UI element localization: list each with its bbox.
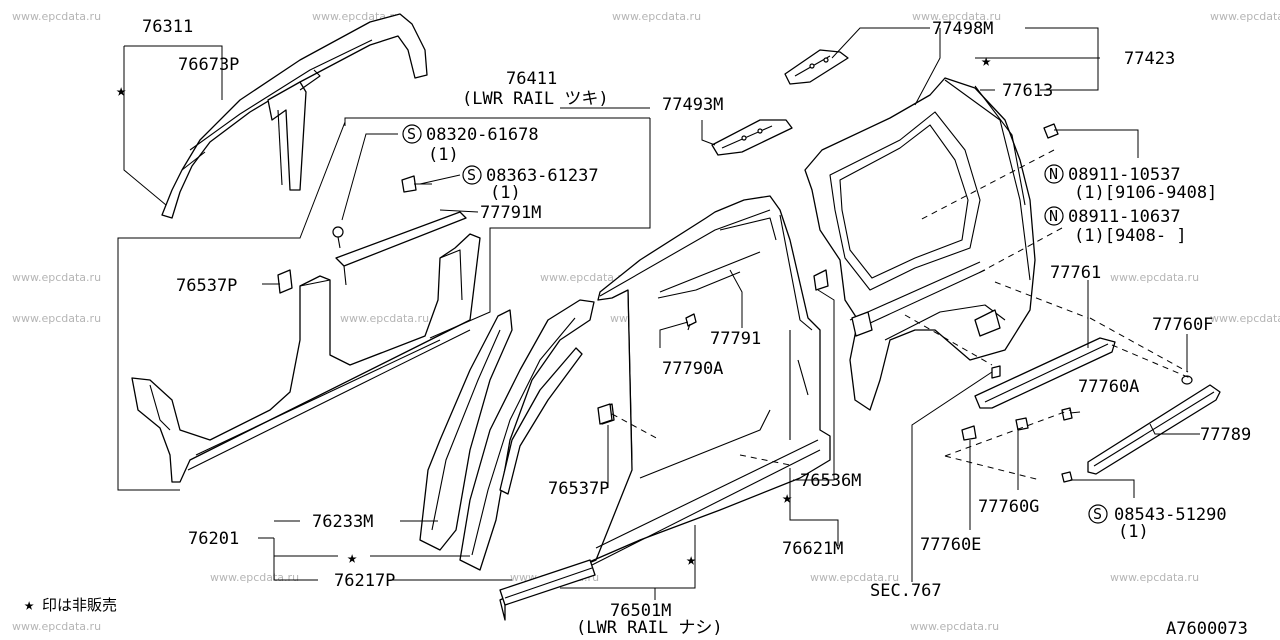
watermark: www.epcdata.ru (12, 312, 101, 325)
part-label-76536m: 76536M (800, 471, 861, 491)
watermark: www.epcdata.ru (1110, 271, 1199, 284)
part-label-08911-10537: 08911-10537 (1068, 165, 1181, 185)
part-label-77493m: 77493M (662, 95, 723, 115)
watermark: www.epcdata.ru (210, 571, 299, 584)
side-sill-molding-part (974, 337, 1221, 475)
part-label-08320-61678: 08320-61678 (426, 125, 539, 145)
part-label-08363-61237: 08363-61237 (486, 166, 599, 186)
watermark: www.epcdata.ru (540, 271, 629, 284)
screw-symbol-text: S (407, 125, 416, 143)
nut-symbol-text: N (1049, 207, 1058, 225)
part-label-77613: 77613 (1002, 81, 1053, 101)
part-label-08911-10637-qty: (1)[9408- ] (1074, 226, 1187, 246)
part-label-77760f: 77760F (1152, 315, 1213, 335)
roof-side-rail-part (161, 13, 428, 219)
part-label-76501m: 76501M (610, 601, 671, 621)
legend: ★ 印は非販売 (24, 595, 117, 615)
star-icon: ★ (782, 488, 792, 508)
part-label-77791: 77791 (710, 329, 761, 349)
dashed-guide-lines (611, 149, 1191, 481)
part-label-76233m: 76233M (312, 512, 373, 532)
part-label-77498m: 77498M (932, 19, 993, 39)
watermark: www.epcdata.ru (12, 10, 101, 23)
part-label-77789: 77789 (1200, 425, 1251, 445)
watermark: www.epcdata.ru (12, 271, 101, 284)
front-pillar-part (419, 299, 596, 606)
part-label-08543-qty: (1) (1118, 522, 1149, 542)
part-label-76537p-center: 76537P (548, 479, 609, 499)
star-icon: ★ (24, 595, 34, 615)
part-label-77791m: 77791M (480, 203, 541, 223)
watermark: www.epcdata.ru (1110, 571, 1199, 584)
part-label-08911-10637: 08911-10637 (1068, 207, 1181, 227)
part-label-08543-51290: 08543-51290 (1114, 505, 1227, 525)
part-label-76311: 76311 (142, 17, 193, 37)
star-icon: ★ (981, 51, 991, 71)
watermark: www.epcdata.ru (1210, 10, 1280, 23)
part-label-76411-note: (LWR RAIL ツキ) (462, 89, 609, 109)
leader-lines (117, 27, 1200, 600)
legend-text: 印は非販売 (42, 596, 117, 614)
part-label-76673p: 76673P (178, 55, 239, 75)
fastener-type-symbols: S S N N S (402, 124, 1108, 524)
nut-symbol-text: N (1049, 165, 1058, 183)
bracket-77498m-part (784, 49, 849, 85)
watermark: www.epcdata.ru (910, 620, 999, 633)
inner-side-panel-part (131, 175, 481, 483)
part-label-77760a: 77760A (1078, 377, 1139, 397)
watermark: www.epcdata.ru (340, 312, 429, 325)
part-label-76501m-note: (LWR RAIL ナシ) (576, 618, 723, 638)
part-label-76621m: 76621M (782, 539, 843, 559)
part-label-08320-qty: (1) (428, 145, 459, 165)
star-icon: ★ (686, 550, 696, 570)
screw-symbol-icon (1088, 504, 1108, 524)
part-label-77790a: 77790A (662, 359, 723, 379)
screw-symbol-icon (462, 165, 482, 185)
rear-quarter-panel-part (804, 77, 1036, 411)
part-label-77760g: 77760G (978, 497, 1039, 517)
fasteners (597, 123, 1193, 483)
part-number-labels: 76311 76673P 76411 (LWR RAIL ツキ) 08320-6… (142, 17, 1251, 638)
part-label-77760e: 77760E (920, 535, 981, 555)
watermark: www.epcdata.ru (912, 10, 1001, 23)
watermark: www.epcdata.ru (12, 620, 101, 633)
screw-symbol-text: S (467, 166, 476, 184)
outer-side-panel-part (499, 195, 831, 621)
part-label-77761: 77761 (1050, 263, 1101, 283)
star-icon: ★ (116, 81, 126, 101)
watermark: www.epcdata.ru (810, 571, 899, 584)
bracket-77493m-part (711, 119, 793, 156)
star-icon: ★ (347, 548, 357, 568)
part-label-08911-10537-qty: (1)[9106-9408] (1074, 183, 1217, 203)
part-label-sec-767: SEC.767 (870, 581, 942, 601)
watermark: www.epcdata.ru (1210, 312, 1280, 325)
figure-code: A7600073 (1166, 619, 1248, 639)
part-label-76217p: 76217P (334, 571, 395, 591)
watermark: www.epcdata.ru (612, 10, 701, 23)
part-label-08363-qty: (1) (490, 183, 521, 203)
part-label-76201: 76201 (188, 529, 239, 549)
part-label-77423: 77423 (1124, 49, 1175, 69)
screw-symbol-icon (402, 124, 422, 144)
nut-symbol-icon (1044, 164, 1064, 184)
part-label-76411: 76411 (506, 69, 557, 89)
non-sale-markers: ★ ★ ★ ★ ★ (116, 51, 991, 570)
screw-symbol-text: S (1093, 505, 1102, 523)
part-label-76537p-left: 76537P (176, 276, 237, 296)
nut-symbol-icon (1044, 206, 1064, 226)
